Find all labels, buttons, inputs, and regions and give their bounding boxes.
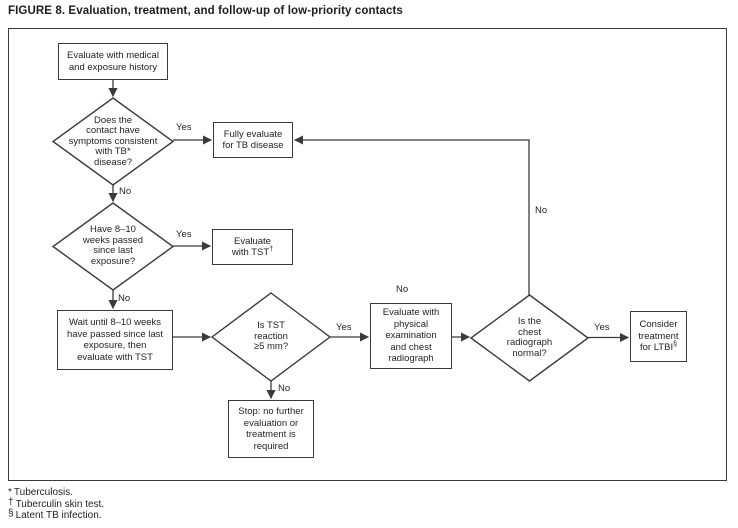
node-wait-weeks-line: exposure, then <box>83 340 147 351</box>
node-physical-exam-line: radiograph <box>388 353 434 365</box>
edge-label-weeks-yes: Yes <box>176 229 192 240</box>
node-fully-evaluate-line: Fully evaluate <box>223 128 283 140</box>
footnotes: *Tuberculosis. †Tuberculin skin test. §L… <box>8 487 104 522</box>
footnote-latent-tb-infection: §Latent TB infection. <box>8 508 102 521</box>
node-evaluate-history-line: and exposure history <box>68 61 158 73</box>
decision-tst-reaction-label: Is TST reaction ≥5 mm? <box>253 320 289 353</box>
node-consider-treatment-line: Consider <box>639 319 678 331</box>
node-evaluate-tst: Evaluate with TST† <box>212 229 293 265</box>
edge-label-weeks-no: No <box>118 293 131 304</box>
node-consider-treatment: Consider treatment for LTBI§ <box>630 311 687 362</box>
node-consider-treatment-line: treatment <box>638 330 679 342</box>
decision-symptoms-label: Does the contact have symptoms consisten… <box>68 114 158 168</box>
node-evaluate-history-line: Evaluate with medical <box>67 50 159 61</box>
node-fully-evaluate: Fully evaluate for TB disease <box>213 122 293 158</box>
decision-weeks-label: Have 8–10 weeks passed since last exposu… <box>82 224 144 267</box>
node-stop-line: evaluation or <box>243 417 299 429</box>
section-superscript: § <box>673 341 677 349</box>
node-wait-weeks: Wait until 8–10 weeks have passed since … <box>57 310 173 370</box>
edge-label-tst-yes: Yes <box>336 322 352 333</box>
node-physical-exam-line: and chest <box>390 341 432 353</box>
asterisk-marker: * <box>8 487 12 498</box>
node-consider-treatment-line: for LTBI§ <box>640 341 677 354</box>
node-fully-evaluate-line: for TB disease <box>222 140 284 151</box>
edge-label-radiograph-yes: Yes <box>594 322 610 333</box>
edge-label-symptoms-no: No <box>119 186 132 197</box>
edge-label-radiograph-no: No <box>535 205 548 216</box>
footnote-tuberculosis: *Tuberculosis. <box>8 487 74 498</box>
decision-radiograph-label: Is the chest radiograph normal? <box>506 316 553 359</box>
node-wait-weeks-line: Wait until 8–10 weeks <box>68 317 162 328</box>
node-stop: Stop: no further evaluation or treatment… <box>228 400 314 458</box>
node-physical-exam: Evaluate with physical examination and c… <box>370 303 452 369</box>
node-wait-weeks-line: have passed since last <box>66 328 164 340</box>
dagger-marker: † <box>8 496 14 508</box>
node-stop-line: Stop: no further <box>238 406 304 417</box>
node-stop-line: treatment is <box>246 429 296 440</box>
node-evaluate-history: Evaluate with medical and exposure histo… <box>58 43 168 80</box>
node-physical-exam-line: Evaluate with <box>382 307 440 319</box>
edge-label-symptoms-yes: Yes <box>176 122 192 133</box>
footnote-tuberculin-skin-test: †Tuberculin skin test. <box>8 496 105 510</box>
node-evaluate-tst-line: with TST† <box>231 245 274 258</box>
node-wait-weeks-line: evaluate with TST <box>77 351 153 363</box>
node-physical-exam-line: examination <box>385 330 437 342</box>
section-marker: § <box>8 508 14 519</box>
node-physical-exam-line: physical <box>393 318 429 330</box>
dagger-superscript: † <box>269 245 274 253</box>
node-stop-line: required <box>253 440 289 452</box>
node-evaluate-tst-line: Evaluate <box>234 235 271 247</box>
edge-label-tst-no: No <box>278 383 291 394</box>
edge-label-physical-no: No <box>396 284 409 295</box>
flowchart-border <box>8 28 727 481</box>
figure-title: FIGURE 8. Evaluation, treatment, and fol… <box>8 5 403 17</box>
